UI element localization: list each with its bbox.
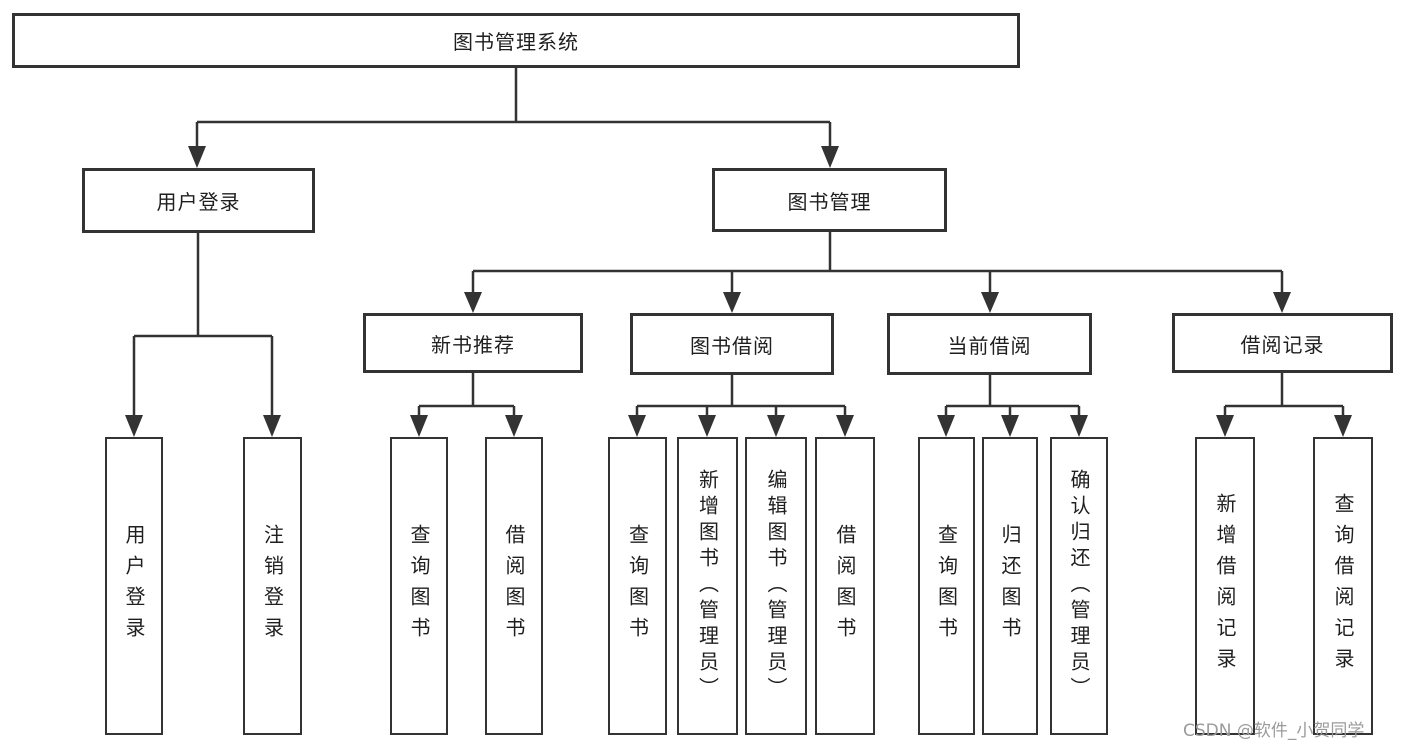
connector-root-to-level2: [195, 68, 832, 150]
leaf-borrow-books-rec: 借阅图书: [485, 437, 543, 735]
node-current-borrowing: 当前借阅: [887, 313, 1092, 375]
leaf-logout-label: 注销登录: [260, 524, 285, 648]
node-user-login: 用户登录: [82, 168, 315, 233]
leaf-add-book-admin-label: 新增图书（管理员）: [695, 469, 720, 703]
leaf-query-books-rec-label: 查询图书: [407, 524, 431, 648]
leaf-query-books-rec: 查询图书: [390, 437, 448, 735]
leaf-query-borrow-record-label: 查询借阅记录: [1331, 493, 1355, 679]
connector-userlogin-to-leaves: [132, 233, 274, 419]
leaf-query-books-current-label: 查询图书: [934, 524, 959, 648]
node-user-login-label: 用户登录: [156, 190, 241, 214]
leaf-edit-book-admin: 编辑图书（管理员）: [745, 437, 807, 735]
node-new-book-recommendation: 新书推荐: [363, 313, 583, 373]
node-book-management-label: 图书管理: [787, 189, 872, 214]
leaf-query-books-borrow: 查询图书: [608, 437, 667, 735]
node-borrowing-records: 借阅记录: [1172, 313, 1393, 373]
leaf-confirm-return-admin: 确认归还（管理员）: [1050, 437, 1108, 735]
leaf-add-book-admin: 新增图书（管理员）: [677, 437, 738, 735]
leaf-query-borrow-record: 查询借阅记录: [1313, 437, 1373, 735]
leaf-borrow-books-rec-label: 借阅图书: [502, 524, 526, 648]
connector-bookborrow-to-leaves: [635, 375, 847, 419]
leaf-query-books-current: 查询图书: [918, 437, 975, 735]
leaf-user-login: 用户登录: [105, 437, 163, 735]
leaf-add-borrow-record: 新增借阅记录: [1195, 437, 1255, 735]
leaf-add-borrow-record-label: 新增借阅记录: [1213, 493, 1237, 679]
connector-currentborrow-to-leaves: [944, 375, 1081, 419]
node-book-management: 图书管理: [712, 168, 947, 232]
leaf-borrow-books-borrow: 借阅图书: [815, 437, 875, 735]
leaf-edit-book-admin-label: 编辑图书（管理员）: [764, 469, 788, 703]
node-current-borrowing-label: 当前借阅: [947, 333, 1032, 358]
leaf-return-book: 归还图书: [982, 437, 1038, 735]
node-borrowing-records-label: 借阅记录: [1240, 332, 1325, 357]
node-new-book-recommendation-label: 新书推荐: [431, 332, 515, 357]
connector-borrowrecords-to-leaves: [1223, 373, 1345, 419]
connector-newbookrec-to-leaves: [417, 373, 516, 419]
node-root-label: 图书管理系统: [453, 30, 579, 54]
leaf-logout: 注销登录: [243, 437, 302, 735]
leaf-query-books-borrow-label: 查询图书: [625, 524, 650, 648]
csdn-watermark: CSDN @软件_小贺同学: [1183, 721, 1365, 741]
leaf-confirm-return-admin-label: 确认归还（管理员）: [1067, 469, 1091, 703]
leaf-user-login-label: 用户登录: [122, 524, 146, 648]
node-root: 图书管理系统: [12, 13, 1020, 68]
leaf-return-book-label: 归还图书: [998, 524, 1022, 648]
node-book-borrowing-label: 图书借阅: [690, 333, 774, 358]
connector-bookmgmt-to-level3: [471, 232, 1284, 296]
node-book-borrowing: 图书借阅: [630, 313, 834, 375]
leaf-borrow-books-borrow-label: 借阅图书: [833, 524, 857, 648]
